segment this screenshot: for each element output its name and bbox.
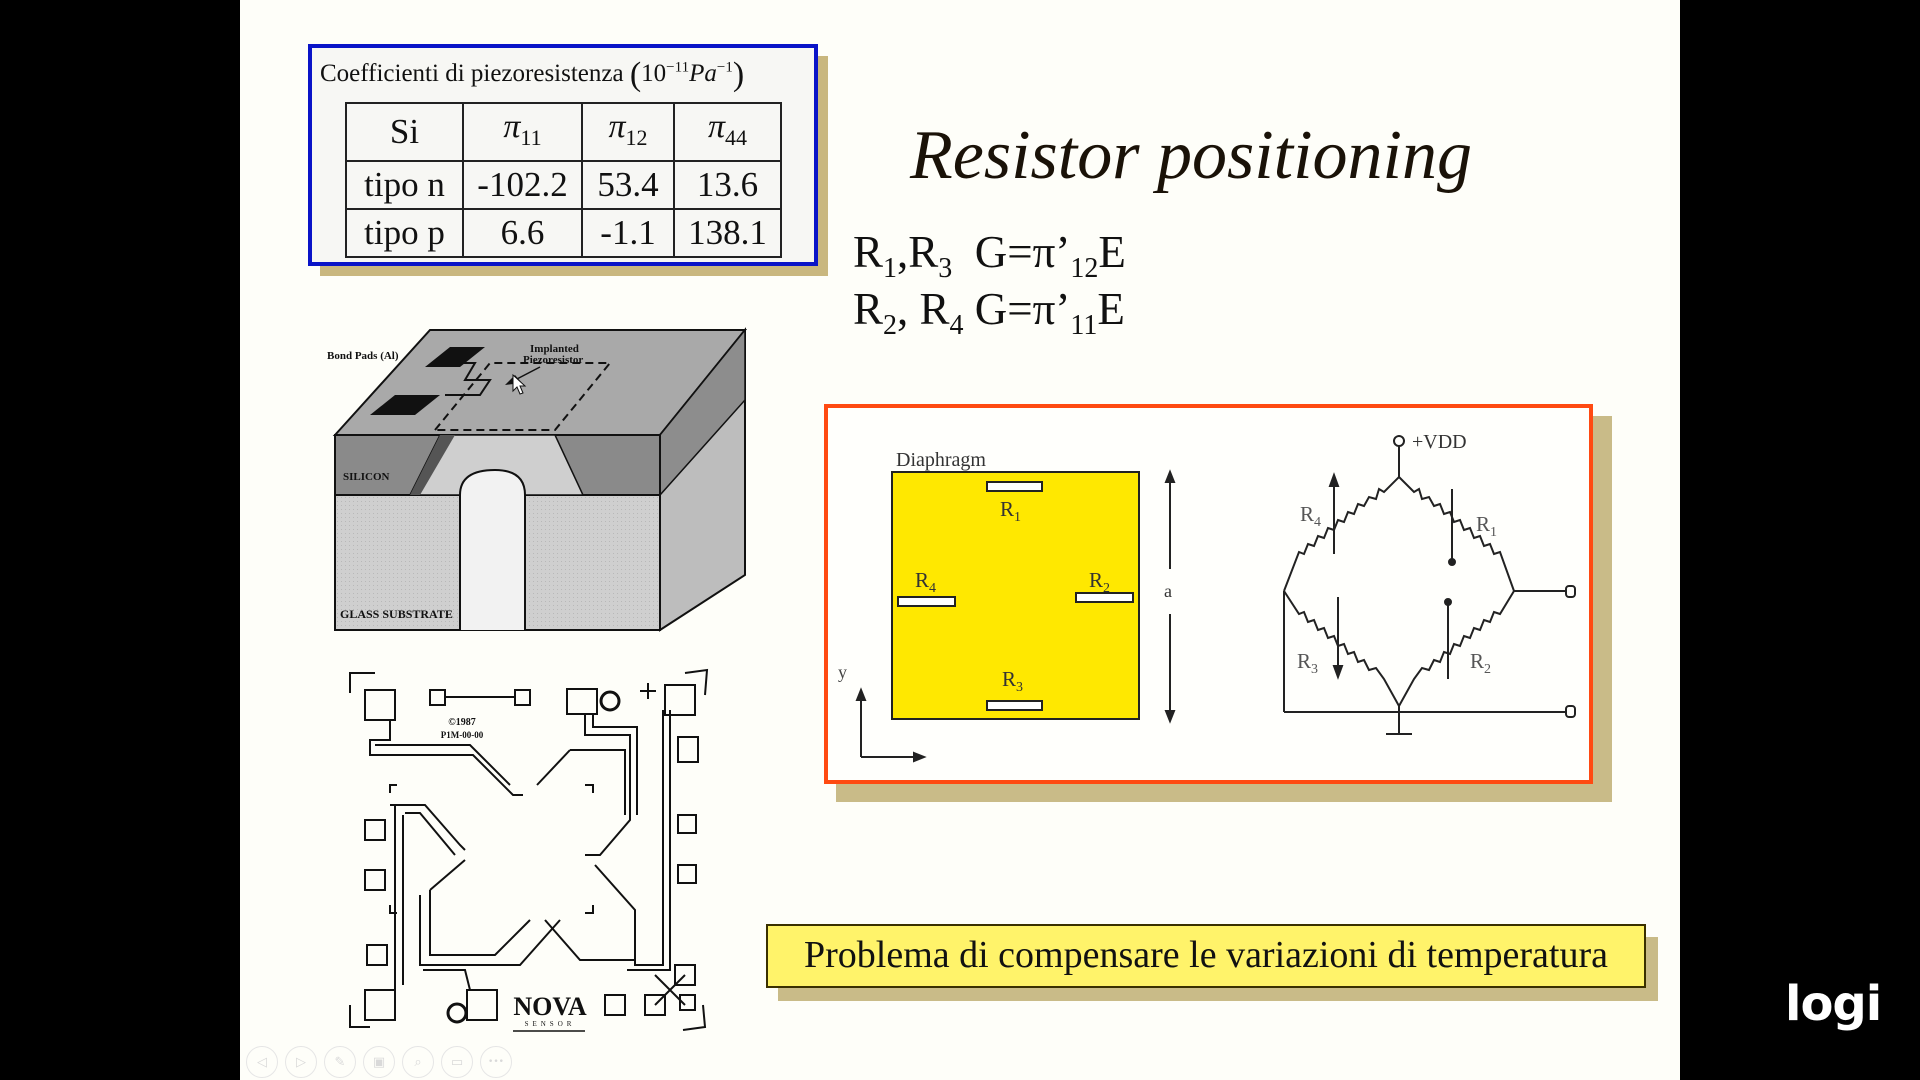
- previous-slide-button[interactable]: ◁: [246, 1046, 278, 1078]
- caption-text: Coefficienti di piezoresistenza: [320, 60, 624, 87]
- subtitles-icon: ▭: [450, 1054, 464, 1070]
- header-cell: π44: [673, 102, 782, 162]
- table-row: tipo n -102.2 53.4 13.6: [345, 160, 782, 210]
- unit-variable-exponent: −1: [716, 59, 733, 76]
- bridge-label-r1: R1: [1476, 512, 1497, 540]
- axis-label-y: y: [838, 662, 847, 682]
- next-icon: ▷: [296, 1054, 306, 1070]
- nova-logo-sub: SENSOR: [525, 1020, 576, 1028]
- sensor-chip-layout: ©1987 P1M-00-00 NOVA SENSOR: [349, 668, 709, 1032]
- bridge-label-r4: R4: [1300, 502, 1321, 530]
- header-cell: π11: [462, 102, 583, 162]
- diaphragm-and-bridge-diagram: Diaphragm R1 R4 R2 R3 a y: [838, 431, 1576, 763]
- label-r4: R4: [915, 568, 936, 596]
- label-r1: R1: [1000, 497, 1021, 525]
- unit-exponent: −11: [666, 59, 690, 76]
- label-r2: R2: [1089, 568, 1110, 596]
- more-options-button[interactable]: •••: [480, 1046, 512, 1078]
- subtitles-button[interactable]: ▭: [441, 1046, 473, 1078]
- coefficient-table: Si π11 π12 π44 tipo n -102.2 53.4 13.6 t…: [345, 102, 782, 258]
- vdd-label: +VDD: [1412, 431, 1467, 453]
- formula-r2-r4: R2, R4 G=π’11E: [853, 284, 1125, 341]
- formula-r1-r3: R1,R3 G=π’12E: [853, 227, 1126, 284]
- table-cell: 6.6: [462, 208, 583, 258]
- table-cell: -102.2: [462, 160, 583, 210]
- logi-webcam-logo: logi: [1785, 976, 1882, 1032]
- table-caption: Coefficienti di piezoresistenza (10−11Pa…: [320, 56, 745, 93]
- resistor-r4: [897, 596, 956, 607]
- table-cell: -1.1: [581, 208, 675, 258]
- zoom-button[interactable]: ⌕: [402, 1046, 434, 1078]
- label-silicon: SILICON: [343, 471, 390, 483]
- label-glass-substrate: GLASS SUBSTRATE: [340, 607, 453, 621]
- label-implanted: Implanted: [530, 343, 579, 355]
- table-cell: 13.6: [673, 160, 782, 210]
- dimension-arrow: [1164, 469, 1176, 724]
- row-label: tipo n: [345, 160, 464, 210]
- pen-button[interactable]: ✎: [324, 1046, 356, 1078]
- more-icon: •••: [488, 1057, 504, 1067]
- chip-part-code: P1M-00-00: [441, 730, 484, 740]
- temperature-compensation-banner: Problema di compensare le variazioni di …: [766, 924, 1646, 988]
- resistor-r1: [986, 481, 1043, 492]
- slides-icon: ▣: [372, 1054, 386, 1070]
- resistor-r3: [986, 700, 1043, 711]
- chip-copyright: ©1987: [448, 717, 475, 728]
- see-all-slides-button[interactable]: ▣: [363, 1046, 395, 1078]
- label-piezoresistor: Piezoresistor: [523, 354, 583, 366]
- unit-variable: Pa: [689, 60, 717, 87]
- dimension-label: a: [1164, 581, 1172, 601]
- table-row: tipo p 6.6 -1.1 138.1: [345, 208, 782, 258]
- unit-base: 10: [641, 60, 667, 87]
- header-cell: π12: [581, 102, 675, 162]
- wheatstone-bridge: [1283, 435, 1576, 735]
- nova-logo: NOVA: [513, 992, 586, 1021]
- slide-title: Resistor positioning: [910, 117, 1472, 194]
- table-cell: 138.1: [673, 208, 782, 258]
- diaphragm-label: Diaphragm: [896, 449, 986, 471]
- bond-pad: [370, 395, 440, 415]
- die-channel: [459, 468, 526, 630]
- mouse-cursor-icon: [512, 373, 527, 395]
- slideshow-controls: ◁ ▷ ✎ ▣ ⌕ ▭ •••: [246, 1046, 512, 1078]
- header-cell: Si: [345, 102, 464, 162]
- table-cell: 53.4: [581, 160, 675, 210]
- bridge-label-r2: R2: [1470, 649, 1491, 677]
- label-bond-pads: Bond Pads (Al): [327, 350, 399, 362]
- strain-arrows: [1328, 472, 1456, 680]
- next-slide-button[interactable]: ▷: [285, 1046, 317, 1078]
- coefficient-table-box: Coefficienti di piezoresistenza (10−11Pa…: [308, 44, 818, 266]
- row-label: tipo p: [345, 208, 464, 258]
- resistor-r2: [1075, 592, 1134, 603]
- zoom-icon: ⌕: [414, 1054, 422, 1070]
- pen-icon: ✎: [334, 1054, 346, 1070]
- previous-icon: ◁: [257, 1054, 267, 1070]
- table-header-row: Si π11 π12 π44: [345, 102, 782, 162]
- bond-pad: [425, 347, 485, 367]
- axes-icon: [855, 687, 927, 763]
- label-r3: R3: [1002, 667, 1023, 695]
- bridge-label-r3: R3: [1297, 649, 1318, 677]
- piezoresistor-die-illustration: Bond Pads (Al) Implanted Piezoresistor S…: [327, 327, 748, 632]
